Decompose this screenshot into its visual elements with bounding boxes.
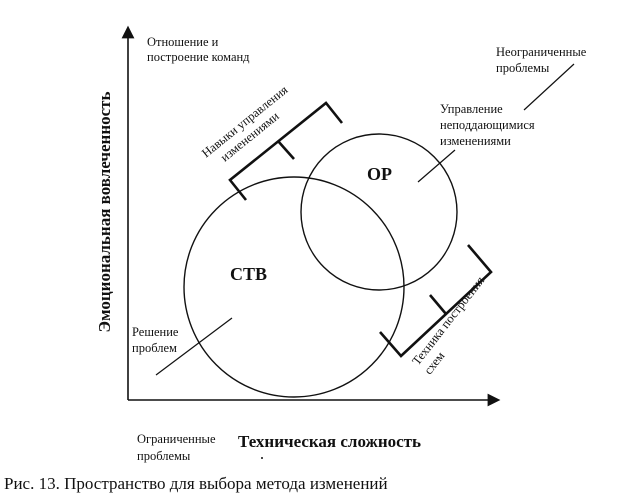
- problem-solving-leader: [155, 317, 233, 376]
- x-axis-label: Техническая сложность: [238, 432, 421, 451]
- large-circle: [183, 176, 405, 398]
- schema-bracket-mid: [429, 294, 447, 315]
- figure-caption: Рис. 13. Пространство для выбора метода …: [4, 474, 388, 493]
- skills-bracket-tick: [277, 140, 295, 160]
- small-circle-label: ОР: [367, 164, 392, 184]
- bottom-left-label: Ограниченные проблемы: [137, 432, 219, 463]
- skills-label: Навыки управления изменениями: [199, 81, 302, 172]
- unmanageable-leader: [417, 149, 456, 183]
- problem-solving-label: Решение проблем: [132, 325, 182, 355]
- small-circle: [300, 133, 458, 291]
- schema-label: Техника построения схем: [409, 271, 501, 377]
- top-left-label: Отношение и построение команд: [147, 35, 250, 64]
- top-right-label: Неограниченные проблемы: [496, 45, 589, 75]
- top-right-leader: [523, 63, 575, 111]
- large-circle-label: СТВ: [230, 264, 267, 284]
- stray-dot: [261, 457, 263, 459]
- unmanageable-label: Управление неподдающимися изменениями: [440, 102, 538, 148]
- y-axis-label: Эмоциональная вовлеченность: [95, 91, 114, 332]
